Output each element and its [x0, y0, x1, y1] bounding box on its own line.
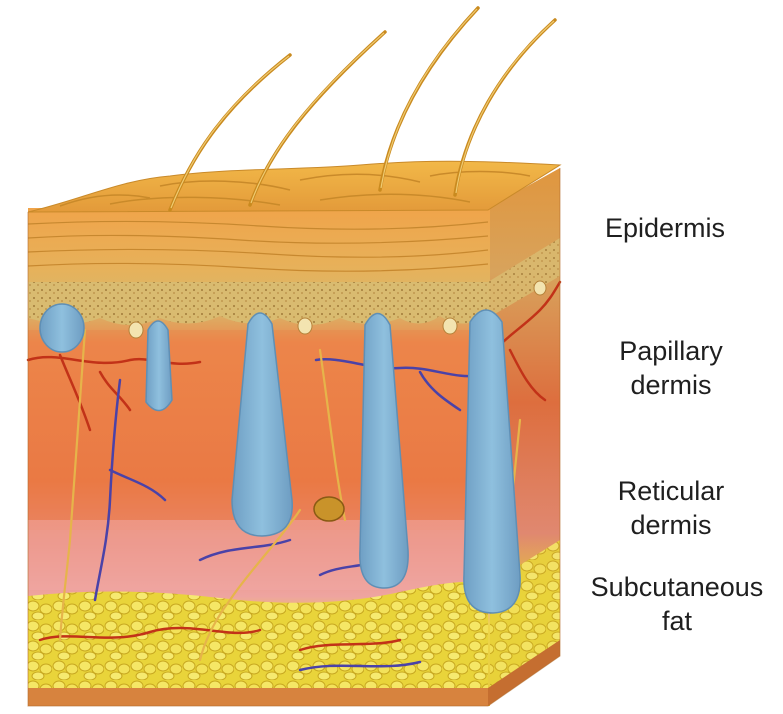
label-papillary-dermis: Papillary dermis: [608, 334, 734, 402]
label-papillary-line2: dermis: [608, 368, 734, 402]
label-papillary-line1: Papillary: [608, 334, 734, 368]
skin-block-base: [28, 688, 488, 706]
label-reticular-line1: Reticular: [608, 474, 734, 508]
label-reticular-line2: dermis: [608, 508, 734, 542]
label-epidermis-text: Epidermis: [605, 211, 725, 245]
label-subcutaneous-fat: Subcutaneous fat: [571, 570, 783, 638]
epidermis-top-surface: [28, 161, 560, 212]
label-epidermis: Epidermis: [605, 211, 725, 245]
label-subcutaneous-line1: Subcutaneous: [571, 570, 783, 604]
filler-deposit-1: [40, 304, 84, 352]
filler-deposit-2: [146, 321, 172, 411]
sweat-gland: [314, 497, 344, 521]
label-subcutaneous-line2: fat: [571, 604, 783, 638]
label-reticular-dermis: Reticular dermis: [608, 474, 734, 542]
